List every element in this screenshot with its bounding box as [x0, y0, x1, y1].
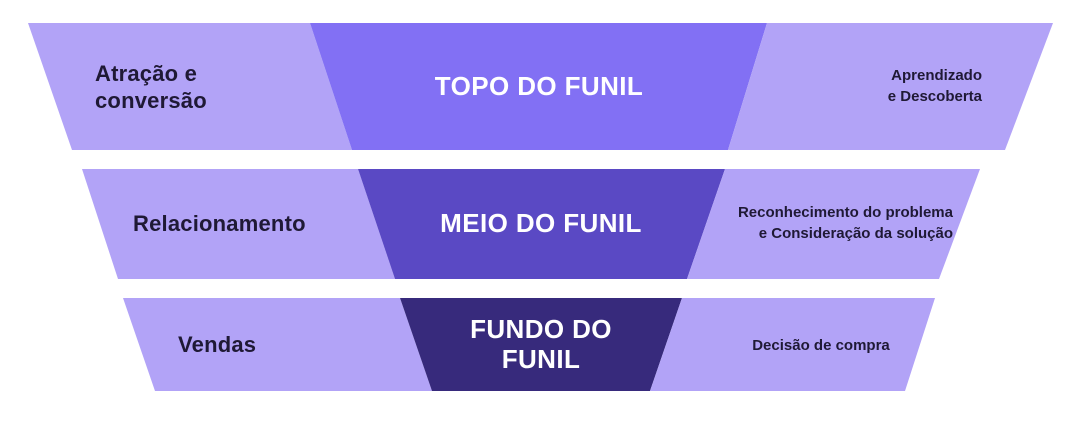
stage3-left-label: Vendas: [178, 332, 257, 357]
stage2-left-label: Relacionamento: [133, 211, 306, 236]
stage1-description-label: Aprendizado e Descoberta: [887, 67, 982, 105]
stage2-description-label: Reconhecimento do problema e Consideraçã…: [737, 204, 953, 242]
stage1-title-label: TOPO DO FUNIL: [434, 71, 644, 101]
stage3-description-label: Decisão de compra: [752, 337, 890, 354]
stage2-title-label: MEIO DO FUNIL: [440, 208, 642, 238]
stage3-title-label: FUNDO DO FUNIL: [470, 314, 612, 374]
stage1-left-label: Atração e conversão: [95, 61, 207, 113]
